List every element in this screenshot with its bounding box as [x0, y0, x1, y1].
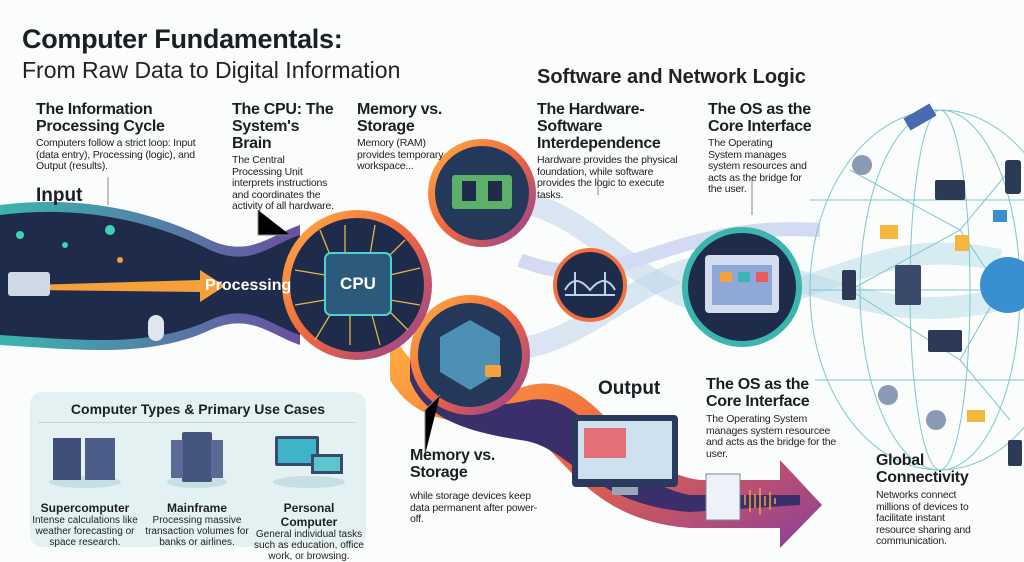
data-dots: [16, 225, 123, 263]
cpu-chip: [324, 252, 392, 316]
os-top-block: The OS as the Core Interface The Operati…: [708, 101, 823, 196]
processing-label: Processing: [205, 277, 292, 294]
memory-top-body: Memory (RAM) provides temporary workspac…: [357, 137, 444, 172]
page-title: Computer Fundamentals:: [22, 24, 343, 54]
memory-bottom-block: Memory vs. Storage while storage devices…: [410, 447, 540, 526]
monitor-icon: [572, 415, 678, 495]
hw-sw-body: Hardware provides the physical foundatio…: [537, 154, 678, 201]
satellite-dish-icons: [852, 155, 946, 430]
hw-sw-block: The Hardware-Software Interdependence Ha…: [537, 101, 697, 201]
os-top-body: The Operating System manages system reso…: [708, 137, 807, 195]
personal-computer-icon: [273, 436, 345, 488]
type-name: Personal Computer: [280, 501, 338, 529]
divider: [38, 422, 356, 423]
cycle-heading: The Information Processing Cycle: [36, 101, 165, 135]
memory-bottom-heading: Memory vs. Storage: [410, 447, 496, 481]
os-top-heading: The OS as the Core Interface: [708, 101, 812, 135]
memory-bottom-body: while storage devices keep data permanen…: [410, 490, 538, 525]
output-label: Output: [598, 378, 661, 399]
type-name: Mainframe: [166, 501, 228, 515]
cpu-block: The CPU: The System's Brain The Central …: [232, 101, 337, 213]
os-bottom-body: The Operating System manages system reso…: [706, 413, 837, 460]
type-desc: Processing massive transaction volumes f…: [145, 515, 249, 548]
hw-sw-heading: The Hardware-Software Interdependence: [537, 101, 661, 152]
mouse-icon: [148, 315, 164, 341]
os-bottom-heading: The OS as the Core Interface: [706, 376, 810, 410]
sound-wave-icon: [744, 488, 776, 515]
memory-top-block: Memory vs. Storage Memory (RAM) provides…: [357, 101, 447, 173]
device-icons: [842, 160, 1022, 466]
type-mainframe: Mainframe Processing massive transaction…: [142, 430, 252, 548]
os-bottom-block: The OS as the Core Interface The Operati…: [706, 376, 836, 460]
type-supercomputer: Supercomputer Intense calculations like …: [30, 430, 140, 548]
earth-icon: [980, 257, 1024, 313]
cpu-body: The Central Processing Unit interprets i…: [232, 154, 334, 212]
type-personal-computer: Personal Computer General individual tas…: [254, 430, 364, 562]
cycle-body: Computers follow a strict loop: Input (d…: [36, 137, 196, 172]
supercomputer-icon: [49, 438, 121, 488]
type-desc: Intense calculations like weather foreca…: [32, 515, 138, 548]
computer-types-panel: Computer Types & Primary Use Cases Super…: [30, 392, 366, 562]
bridge-icon: [564, 272, 616, 296]
global-block: Global Connectivity Networks connect mil…: [876, 452, 986, 548]
satellite-icon: [903, 103, 937, 131]
type-name: Supercomputer: [40, 501, 130, 515]
global-heading: Global Connectivity: [876, 452, 969, 486]
ram-icon: [452, 175, 512, 209]
memory-top-heading: Memory vs. Storage: [357, 101, 443, 135]
mainframe-icon: [167, 432, 227, 488]
os-window-icon: [705, 255, 779, 313]
document-icon: [705, 473, 741, 521]
processing-arrow: [30, 270, 225, 302]
server-icon: [895, 265, 921, 305]
cpu-chip-label: CPU: [340, 274, 376, 293]
global-body: Networks connect millions of devices to …: [876, 489, 971, 547]
folder-icons: [880, 210, 1007, 422]
storage-lock-icon: [440, 320, 501, 390]
section-title: Software and Network Logic: [537, 66, 806, 88]
cycle-block: The Information Processing Cycle Compute…: [36, 101, 196, 173]
cpu-heading: The CPU: The System's Brain: [232, 101, 334, 152]
types-title: Computer Types & Primary Use Cases: [70, 401, 326, 417]
type-desc: General individual tasks such as educati…: [254, 529, 364, 562]
page-subtitle: From Raw Data to Digital Information: [22, 57, 401, 83]
keyboard-icon: [8, 272, 50, 296]
input-label: Input: [36, 185, 83, 206]
